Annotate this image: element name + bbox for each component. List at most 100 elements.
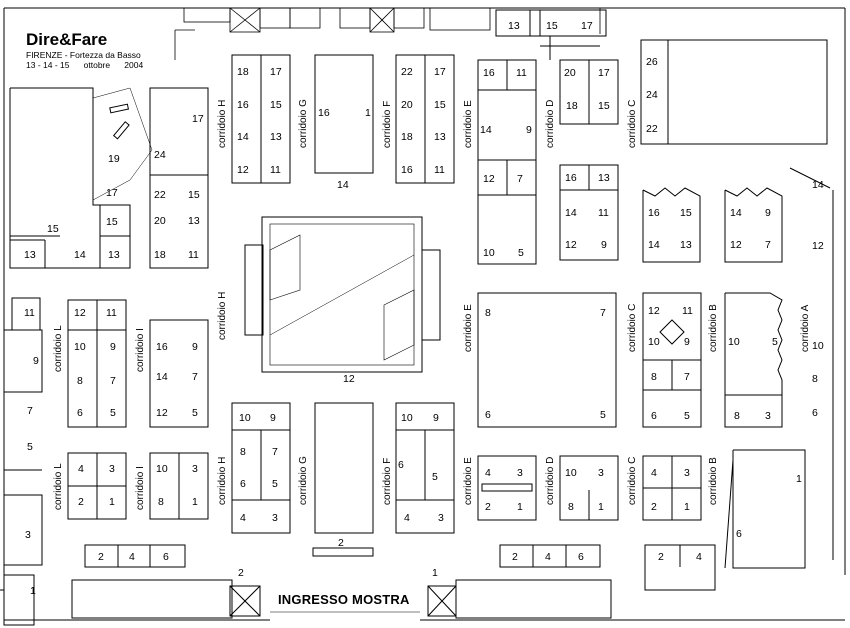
right-wall-booths: 14 12 10 8 6 1 xyxy=(789,167,834,560)
svg-text:12: 12 xyxy=(483,173,495,185)
svg-text:24: 24 xyxy=(154,149,166,161)
svg-text:14: 14 xyxy=(648,239,660,251)
booth-island-c-mid: 16 15 14 13 xyxy=(642,187,701,263)
svg-text:15: 15 xyxy=(434,99,446,111)
booth-island-d-mid: 16 13 14 11 12 9 xyxy=(559,164,619,261)
svg-text:12: 12 xyxy=(648,305,660,317)
corridor-label-l-bottom: corridoio L xyxy=(53,463,64,510)
svg-text:9: 9 xyxy=(601,239,607,251)
booth-island-b-mid: 14 9 12 7 xyxy=(724,187,783,263)
svg-text:19: 19 xyxy=(108,153,120,165)
svg-text:2: 2 xyxy=(658,551,664,563)
svg-text:7: 7 xyxy=(517,173,523,185)
svg-text:6: 6 xyxy=(240,478,246,490)
booth-island-d-bottom: 10 3 8 1 xyxy=(559,455,619,521)
svg-text:5: 5 xyxy=(600,409,606,421)
svg-text:2: 2 xyxy=(238,567,244,579)
svg-text:16: 16 xyxy=(648,207,660,219)
booth-island-e-top: 16 11 14 9 12 7 10 5 xyxy=(477,59,537,265)
svg-text:20: 20 xyxy=(401,99,413,111)
svg-text:22: 22 xyxy=(646,123,658,135)
booth-island-c-lower: 12 11 10 9 8 7 6 5 xyxy=(642,292,702,428)
svg-text:7: 7 xyxy=(272,446,278,458)
corridor-label-a-mid: corridoio A xyxy=(800,304,811,352)
svg-text:8: 8 xyxy=(158,496,164,508)
corridor-label-c-top: corridoio C xyxy=(627,100,638,148)
svg-text:16: 16 xyxy=(565,172,577,184)
svg-text:8: 8 xyxy=(651,371,657,383)
svg-text:15: 15 xyxy=(680,207,692,219)
svg-text:7: 7 xyxy=(110,375,116,387)
svg-text:16: 16 xyxy=(318,107,330,119)
booth-island-d-top: 20 17 18 15 xyxy=(559,59,619,125)
svg-text:1: 1 xyxy=(517,501,523,513)
corridor-label-f-top: corridoio F xyxy=(382,101,393,148)
svg-text:4: 4 xyxy=(129,551,135,563)
booth-2-bottom-center: 2 xyxy=(312,402,374,557)
svg-text:10: 10 xyxy=(401,412,413,424)
svg-text:4: 4 xyxy=(485,467,491,479)
svg-text:17: 17 xyxy=(192,113,204,125)
svg-text:14: 14 xyxy=(480,124,492,136)
corridor-label-c-mid: corridoio C xyxy=(627,304,638,352)
svg-text:9: 9 xyxy=(270,412,276,424)
booth-block-22-26: 26 24 22 xyxy=(640,39,828,145)
corridor-label-d-top: corridoio D xyxy=(545,100,556,148)
booth-island-h-bottom: 10 9 8 7 6 5 4 3 xyxy=(231,402,291,534)
svg-text:1: 1 xyxy=(109,496,115,508)
corridor-label-i-bottom: corridoio I xyxy=(135,466,146,510)
svg-text:10: 10 xyxy=(812,340,824,352)
booth-island-l-bottom: 4 3 2 1 xyxy=(67,452,127,520)
svg-text:3: 3 xyxy=(25,529,31,541)
corridor-label-e-bottom: corridoio E xyxy=(463,457,474,505)
svg-text:8: 8 xyxy=(812,373,818,385)
event-title: Dire&Fare xyxy=(26,30,108,49)
event-location: FIRENZE - Fortezza da Basso xyxy=(26,50,141,60)
svg-text:13: 13 xyxy=(270,131,282,143)
svg-text:11: 11 xyxy=(106,307,117,319)
booth-island-f-bottom: 10 9 6 5 4 3 xyxy=(395,402,455,534)
corridor-label-c-bottom: corridoio C xyxy=(627,457,638,505)
corridor-labels: corridoio H corridoio G corridoio F corr… xyxy=(53,99,811,510)
corridor-label-e-top: corridoio E xyxy=(463,100,474,148)
svg-text:18: 18 xyxy=(401,131,413,143)
svg-text:13: 13 xyxy=(598,172,610,184)
svg-text:1: 1 xyxy=(30,585,36,597)
svg-text:14: 14 xyxy=(156,371,168,383)
svg-text:1: 1 xyxy=(432,567,438,579)
svg-text:6: 6 xyxy=(163,551,169,563)
svg-text:14: 14 xyxy=(730,207,742,219)
corridor-label-l-mid: corridoio L xyxy=(53,325,64,372)
svg-text:5: 5 xyxy=(518,247,524,259)
booth-6-bottom-right: 6 xyxy=(724,449,806,569)
svg-text:3: 3 xyxy=(517,467,523,479)
svg-text:18: 18 xyxy=(154,249,166,261)
svg-text:18: 18 xyxy=(237,66,249,78)
svg-text:8: 8 xyxy=(485,307,491,319)
svg-text:7: 7 xyxy=(192,371,198,383)
svg-text:7: 7 xyxy=(765,239,771,251)
svg-text:15: 15 xyxy=(598,100,610,112)
booth-14-top: 16 1 14 xyxy=(314,54,374,191)
svg-text:9: 9 xyxy=(110,341,116,353)
svg-text:10: 10 xyxy=(565,467,577,479)
svg-text:6: 6 xyxy=(578,551,584,563)
svg-text:13: 13 xyxy=(680,239,692,251)
svg-text:12: 12 xyxy=(74,307,86,319)
booth-central-8-5: 8 7 6 5 xyxy=(477,292,617,428)
svg-text:14: 14 xyxy=(237,131,249,143)
svg-text:12: 12 xyxy=(812,240,824,252)
svg-text:10: 10 xyxy=(728,336,740,348)
svg-text:5: 5 xyxy=(272,478,278,490)
svg-text:16: 16 xyxy=(237,99,249,111)
svg-text:4: 4 xyxy=(545,551,551,563)
svg-text:13: 13 xyxy=(24,249,36,261)
svg-text:15: 15 xyxy=(546,20,558,32)
svg-text:1: 1 xyxy=(365,107,371,119)
svg-text:11: 11 xyxy=(598,207,609,219)
svg-text:8: 8 xyxy=(568,501,574,513)
svg-text:10: 10 xyxy=(74,341,86,353)
outer-walls xyxy=(0,7,846,626)
svg-text:13: 13 xyxy=(508,20,520,32)
svg-text:9: 9 xyxy=(192,341,198,353)
